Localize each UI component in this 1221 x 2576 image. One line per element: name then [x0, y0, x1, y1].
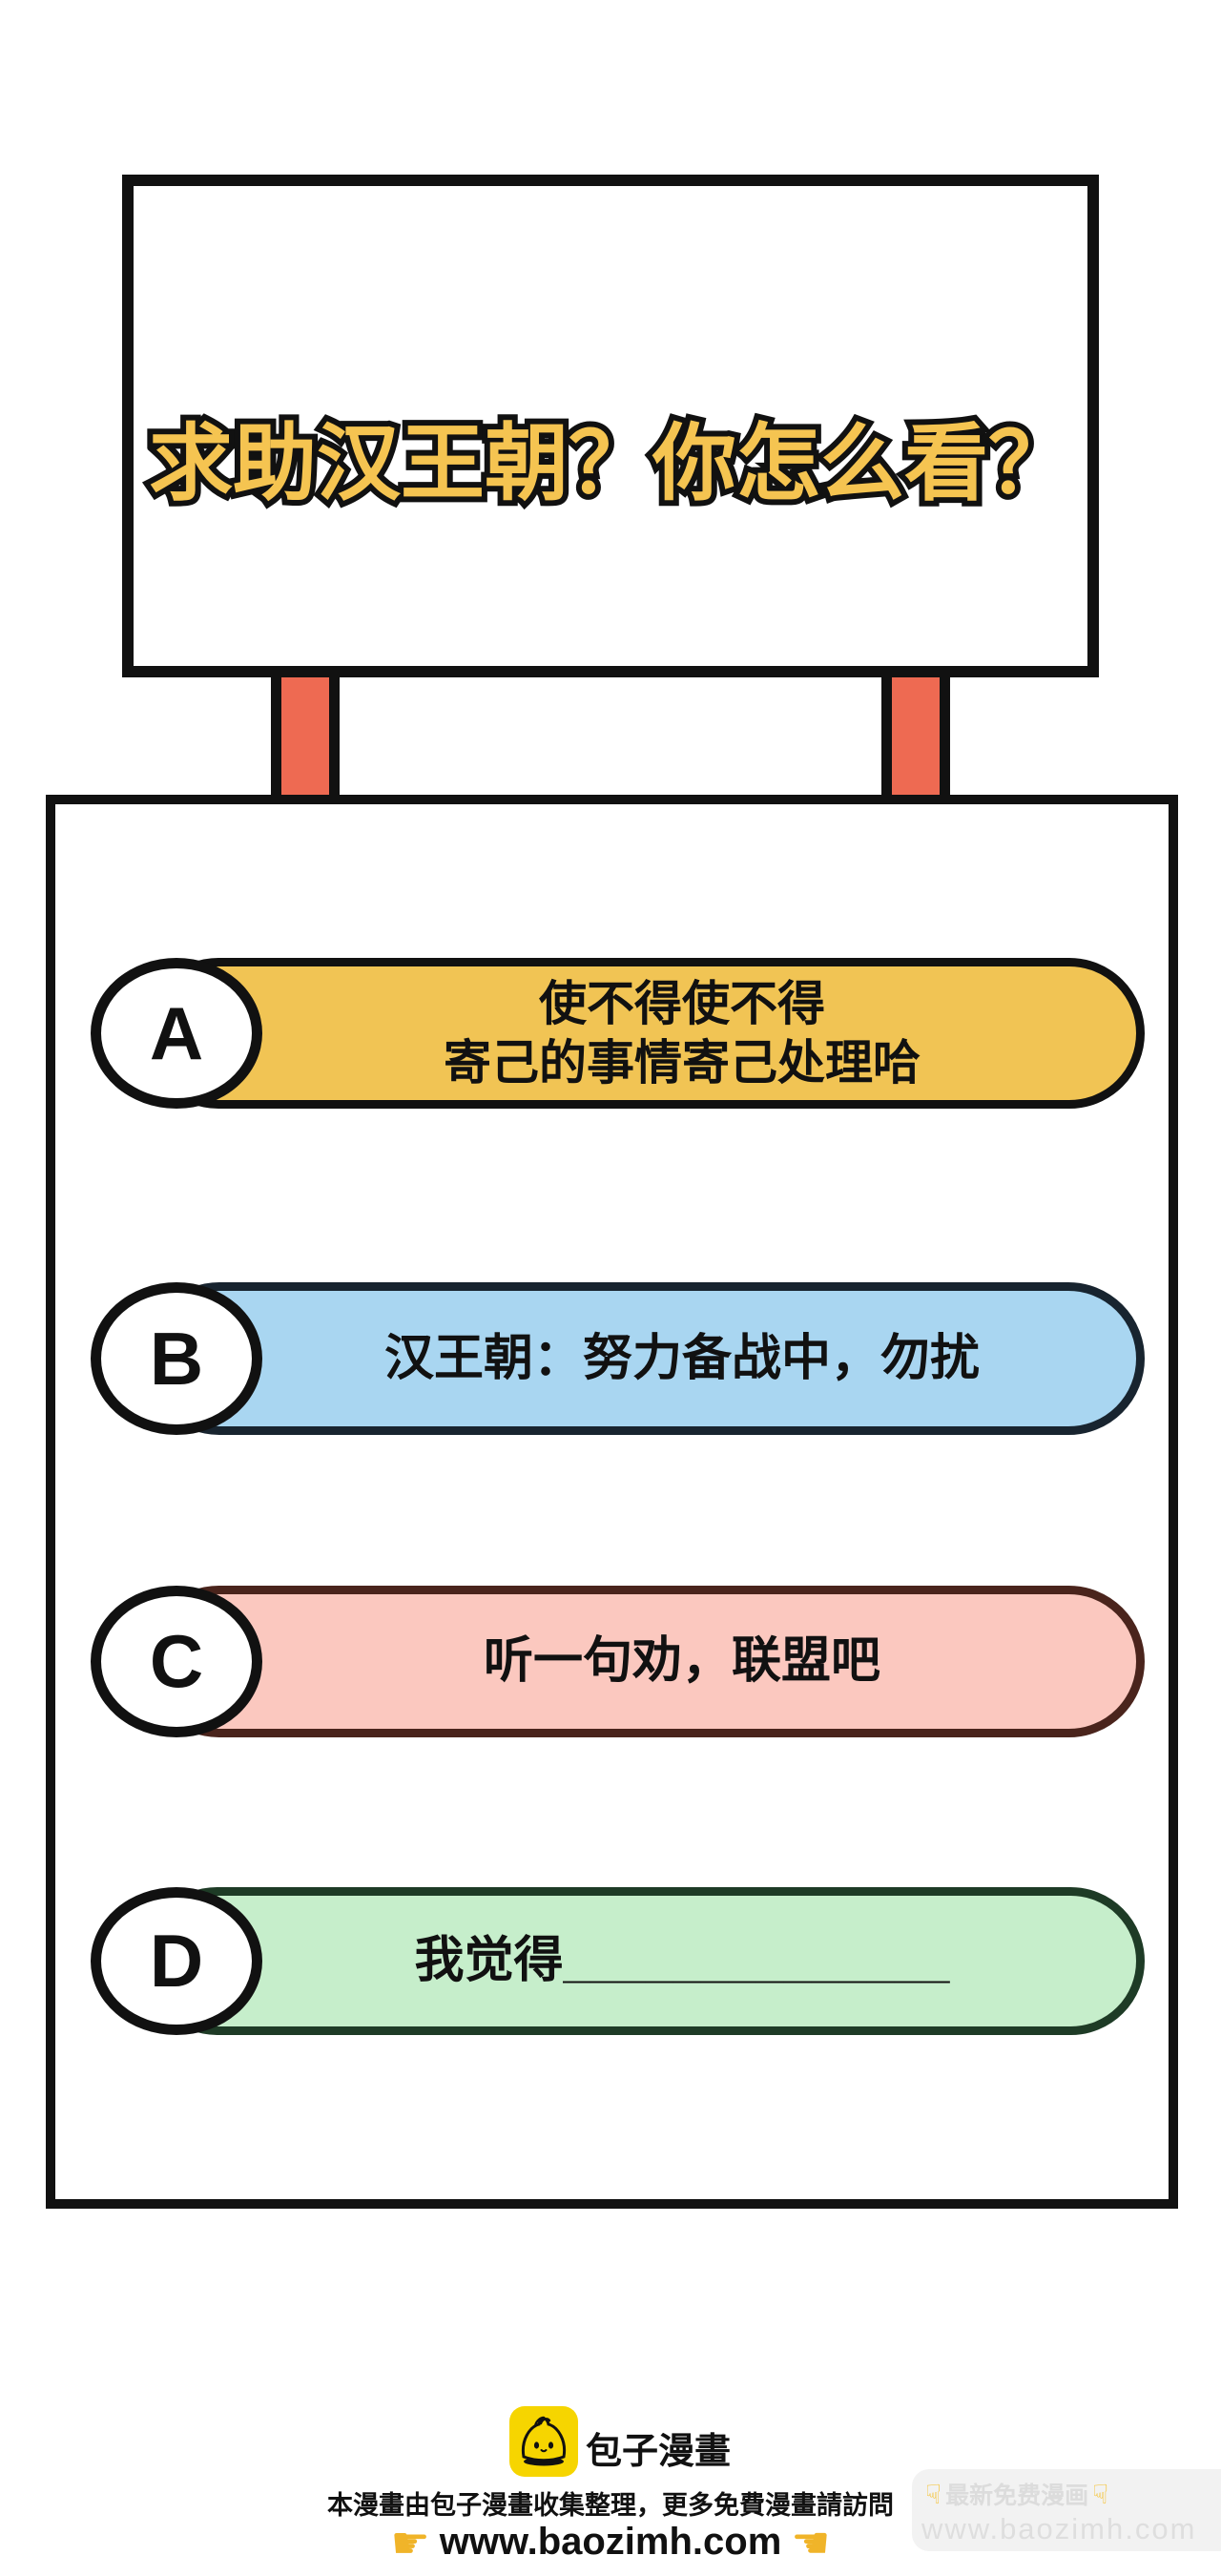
option-letter-badge[interactable]: D [91, 1887, 262, 2035]
option-text: 听一句劝，联盟吧 [483, 1633, 880, 1689]
option-text: 汉王朝：努力备战中，勿扰 [383, 1330, 980, 1386]
option-letter: A [149, 990, 204, 1075]
point-left-icon: ☚ [791, 2518, 831, 2567]
option-letter: C [149, 1619, 204, 1703]
option-pill[interactable]: 我觉得______________ [143, 1887, 1145, 2035]
page-title: 求助汉王朝？你怎么看？ [143, 410, 1078, 516]
site-url[interactable]: www.baozimh.com [439, 2521, 782, 2563]
point-down-icon: ☟ [1092, 2480, 1109, 2509]
watermark-text: 最新免费漫画 [945, 2483, 1089, 2509]
sign-post-right [881, 666, 950, 806]
point-right-icon: ☛ [390, 2518, 430, 2567]
option-text: 我觉得______________ [414, 1933, 950, 1988]
bun-logo-svg [509, 2406, 578, 2477]
watermark-badge: ☟最新免费漫画☟ www.baozimh.com [912, 2469, 1221, 2551]
option-pill[interactable]: 听一句劝，联盟吧 [143, 1586, 1145, 1737]
option-letter-badge[interactable]: A [91, 958, 262, 1109]
title-board: 求助汉王朝？你怎么看？ [122, 175, 1099, 677]
option-pill[interactable]: 汉王朝：努力备战中，勿扰 [143, 1282, 1145, 1435]
option-letter-badge[interactable]: C [91, 1586, 262, 1737]
watermark-line1: ☟最新免费漫画☟ [921, 2477, 1221, 2511]
option-letter-badge[interactable]: B [91, 1282, 262, 1435]
point-down-icon: ☟ [925, 2480, 942, 2509]
brand-name: 包子漫畫 [586, 2432, 732, 2472]
sign-post-left [271, 666, 340, 806]
footer-info-text: 本漫畫由包子漫畫收集整理，更多免費漫畫請訪問 [327, 2491, 894, 2520]
option-pill[interactable]: 使不得使不得寄己的事情寄己处理哈 [143, 958, 1145, 1109]
option-text: 使不得使不得寄己的事情寄己处理哈 [444, 976, 921, 1091]
baozi-bun-icon [509, 2406, 578, 2477]
option-letter: D [149, 1919, 204, 2003]
option-letter: B [149, 1316, 204, 1401]
watermark-url: www.baozimh.com [921, 2512, 1197, 2545]
footer-url-line: ☛www.baozimh.com☚ [0, 2517, 1221, 2568]
